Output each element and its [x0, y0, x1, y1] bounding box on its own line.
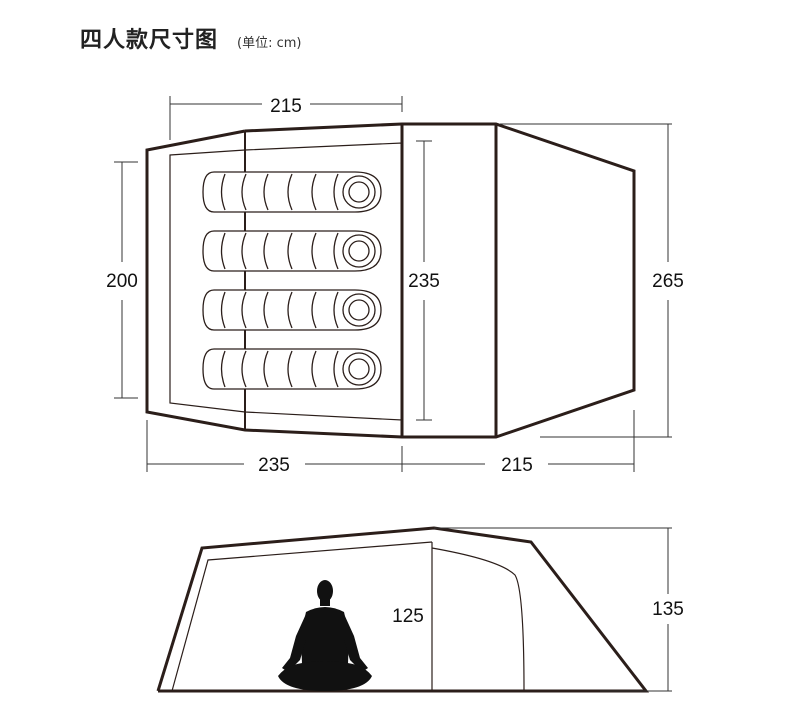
- sleeping-bags: [202, 171, 382, 390]
- sleeping-bag: [202, 289, 382, 331]
- unit-label: (单位: cm): [237, 36, 302, 51]
- page-title: 四人款尺寸图: [80, 28, 219, 53]
- side-view: [156, 526, 650, 693]
- dim-label-bedroom-depth: 235: [408, 271, 440, 292]
- sleeping-bag: [202, 171, 382, 213]
- dimension-labels-top: 215 200 235 265 235 215: [106, 96, 684, 476]
- dim-label-bottom-vestibule: 215: [501, 455, 533, 476]
- dim-label-left-depth: 200: [106, 271, 138, 292]
- sleeping-bag: [202, 230, 382, 272]
- dim-label-bottom-bedroom: 235: [258, 455, 290, 476]
- dimension-lines-top: [114, 96, 672, 472]
- dimension-lines-side: [434, 527, 672, 692]
- tent-outline-side: [156, 526, 650, 693]
- person-silhouette: [278, 580, 372, 691]
- dimension-labels-side: 125 135: [392, 599, 684, 627]
- dim-label-top-width: 215: [270, 96, 302, 117]
- sleeping-bag: [202, 348, 382, 390]
- dim-label-total-depth: 265: [652, 271, 684, 292]
- dim-label-inner-height: 125: [392, 606, 424, 627]
- top-view: [145, 122, 636, 439]
- dim-label-total-height: 135: [652, 599, 684, 620]
- tent-outline-top: [145, 122, 636, 439]
- door-outline: [431, 547, 525, 692]
- inner-tent-outline-side: [171, 541, 433, 692]
